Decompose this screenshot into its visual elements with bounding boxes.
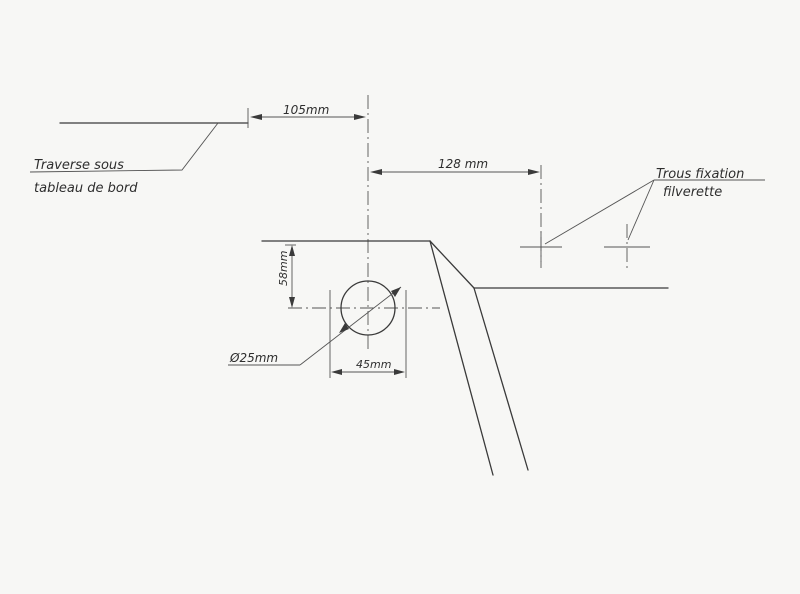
dim-45-arrow-right bbox=[394, 369, 405, 375]
diameter-arrow-lower bbox=[339, 323, 349, 333]
dim-128-arrow-right bbox=[528, 169, 540, 175]
panel-slant-inner bbox=[429, 240, 494, 476]
dim-105-arrow-right bbox=[354, 114, 366, 120]
dim-58-label: 58mm bbox=[277, 251, 290, 286]
dim-58-arrow-top bbox=[289, 245, 295, 256]
trous-leader-1 bbox=[544, 179, 655, 245]
diameter-arrow-upper bbox=[391, 287, 401, 297]
trous-leader-2 bbox=[627, 179, 655, 241]
panel-slant-inner-2 bbox=[473, 287, 529, 471]
traverse-label-line2: tableau de bord bbox=[34, 181, 138, 196]
traverse-leader bbox=[29, 122, 219, 173]
dim-105-arrow-left bbox=[250, 114, 262, 120]
trous-label-line1: Trous fixation bbox=[656, 167, 744, 182]
traverse-label-line1: Traverse sous bbox=[34, 158, 124, 173]
panel-slant-outer bbox=[429, 240, 475, 289]
dim-128-arrow-left bbox=[370, 169, 382, 175]
dim-105-label: 105mm bbox=[283, 103, 329, 117]
diameter-label: Ø25mm bbox=[229, 351, 278, 365]
diameter-line bbox=[299, 286, 402, 366]
dim-45-arrow-left bbox=[331, 369, 342, 375]
dim-58-arrow-bottom bbox=[289, 297, 295, 308]
dim-128-label: 128 mm bbox=[438, 157, 488, 171]
dim-45-label: 45mm bbox=[356, 358, 391, 371]
hole-circle bbox=[340, 280, 396, 336]
trous-label-line2: filverette bbox=[663, 185, 722, 200]
